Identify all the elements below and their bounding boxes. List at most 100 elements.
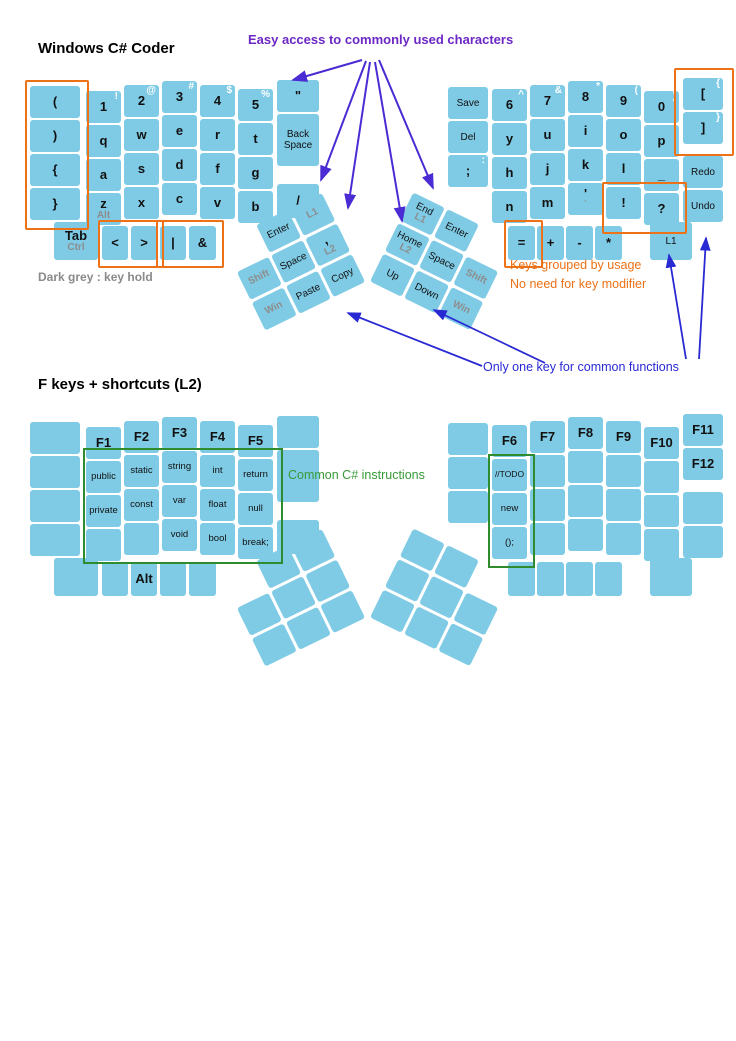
layer1-right-key-p[interactable]: p [644, 125, 679, 157]
layer2-right-key-blank[interactable] [606, 489, 641, 521]
layer1-left-key-4[interactable]: $4 [200, 85, 235, 117]
layer1-right-key-j[interactable]: j [530, 153, 565, 185]
layer2-left-key-int[interactable]: int [200, 455, 235, 487]
layer1-left-key-t[interactable]: t [238, 123, 273, 155]
layer2-left-key-float[interactable]: float [200, 489, 235, 521]
layer1-left-key-d[interactable]: d [162, 149, 197, 181]
layer1-right-key-i[interactable]: i [568, 115, 603, 147]
layer1-left-key-q[interactable]: q [86, 125, 121, 157]
layer1-left-key-5[interactable]: %5 [238, 89, 273, 121]
layer2-right-key-blank[interactable] [568, 519, 603, 551]
layer2-right-key-blank[interactable] [530, 455, 565, 487]
layer2-right-key-blank[interactable] [644, 495, 679, 527]
layer1-right-key-minus[interactable]: - [566, 226, 593, 260]
layer2-right-key-f12[interactable]: F12 [683, 448, 723, 480]
layer2-right-key-parens-semicolon[interactable]: (); [492, 527, 527, 559]
layer1-left-key-s[interactable]: s [124, 153, 159, 185]
layer2-left-key-blank[interactable] [30, 456, 80, 488]
layer1-left-key-open-brace[interactable]: { [30, 154, 80, 186]
layer1-left-key-x[interactable]: x [124, 187, 159, 219]
layer2-left-key-blank[interactable] [189, 562, 216, 596]
layer2-left-key-const[interactable]: const [124, 489, 159, 521]
layer2-right-key-f6[interactable]: F6 [492, 425, 527, 457]
layer2-right-key-blank[interactable] [568, 485, 603, 517]
layer1-left-key-close-paren[interactable]: ) [30, 120, 80, 152]
layer2-right-key-f9[interactable]: F9 [606, 421, 641, 453]
layer2-right-key-blank[interactable] [644, 461, 679, 493]
layer2-right-key-f10[interactable]: F10 [644, 427, 679, 459]
layer2-right-key-blank[interactable] [566, 562, 593, 596]
layer2-right-key-blank[interactable] [568, 451, 603, 483]
layer1-right-key-y[interactable]: y [492, 123, 527, 155]
layer2-left-key-f5[interactable]: F5 [238, 425, 273, 457]
layer2-left-key-blank[interactable] [124, 523, 159, 555]
layer2-right-key-blank[interactable] [448, 423, 488, 455]
layer2-left-key-blank[interactable] [277, 450, 319, 502]
layer2-left-key-bool[interactable]: bool [200, 523, 235, 555]
layer1-right-key-m[interactable]: m [530, 187, 565, 219]
layer2-right-key-f7[interactable]: F7 [530, 421, 565, 453]
layer2-right-key-blank[interactable] [595, 562, 622, 596]
layer1-right-key-u[interactable]: u [530, 119, 565, 151]
layer1-right-key-close-bracket[interactable]: }] [683, 112, 723, 144]
layer1-right-key-del[interactable]: Del [448, 121, 488, 153]
layer1-right-key-7[interactable]: &7 [530, 85, 565, 117]
layer1-right-key-equals[interactable]: = [508, 226, 535, 260]
layer1-left-key-less-than[interactable]: < [102, 226, 128, 260]
layer2-left-key-blank[interactable] [30, 524, 80, 556]
layer1-left-key-e[interactable]: e [162, 115, 197, 147]
layer2-right-key-blank[interactable] [683, 492, 723, 524]
layer1-right-key-exclamation[interactable]: ! [606, 187, 641, 219]
layer2-left-key-blank[interactable] [102, 562, 128, 596]
layer2-left-key-f3[interactable]: F3 [162, 417, 197, 449]
layer2-left-key-blank[interactable] [86, 529, 121, 561]
layer2-right-key-blank[interactable] [644, 529, 679, 561]
layer1-right-key-h[interactable]: h [492, 157, 527, 189]
layer2-right-key-blank[interactable] [448, 491, 488, 523]
layer2-left-key-static[interactable]: static [124, 455, 159, 487]
layer1-right-key-8[interactable]: *8 [568, 81, 603, 113]
layer2-left-key-alt[interactable]: Alt [131, 562, 157, 596]
layer2-right-key-f8[interactable]: F8 [568, 417, 603, 449]
layer2-left-key-return[interactable]: return [238, 459, 273, 491]
layer1-left-key-ampersand[interactable]: & [189, 226, 216, 260]
layer1-left-key-greater-than[interactable]: > [131, 226, 157, 260]
layer1-left-key-pipe[interactable]: | [160, 226, 186, 260]
layer1-right-key-6[interactable]: ^6 [492, 89, 527, 121]
layer1-left-key-v[interactable]: v [200, 187, 235, 219]
layer1-left-key-2[interactable]: @2 [124, 85, 159, 117]
layer1-right-key-o[interactable]: o [606, 119, 641, 151]
layer2-left-key-blank[interactable] [30, 490, 80, 522]
layer2-right-key-blank[interactable] [683, 526, 723, 558]
layer1-left-key-c[interactable]: c [162, 183, 197, 215]
layer2-right-key-blank[interactable] [530, 489, 565, 521]
layer2-left-key-void[interactable]: void [162, 519, 197, 551]
layer2-left-key-blank[interactable] [30, 422, 80, 454]
layer2-left-key-blank[interactable] [54, 558, 98, 596]
layer1-right-key-apostrophe[interactable]: '` [568, 183, 603, 215]
layer2-right-key-blank[interactable] [537, 562, 564, 596]
layer1-left-key-1[interactable]: !1 [86, 91, 121, 123]
layer2-right-key-blank[interactable] [530, 523, 565, 555]
layer1-right-key-underscore[interactable]: _ [644, 159, 679, 191]
layer2-left-key-var[interactable]: var [162, 485, 197, 517]
layer2-right-key-f11[interactable]: F11 [683, 414, 723, 446]
layer1-right-key-asterisk[interactable]: * [595, 226, 622, 260]
layer2-left-key-f2[interactable]: F2 [124, 421, 159, 453]
layer2-left-key-blank[interactable] [160, 562, 186, 596]
layer1-right-key-k[interactable]: k [568, 149, 603, 181]
layer1-left-key-close-brace[interactable]: } [30, 188, 80, 220]
layer2-left-key-public[interactable]: public [86, 461, 121, 493]
layer2-right-key-blank[interactable] [606, 455, 641, 487]
layer2-left-key-f4[interactable]: F4 [200, 421, 235, 453]
layer1-left-key-open-paren[interactable]: ( [30, 86, 80, 118]
layer1-left-key-r[interactable]: r [200, 119, 235, 151]
layer2-left-key-f1[interactable]: F1 [86, 427, 121, 459]
layer1-left-key-3[interactable]: #3 [162, 81, 197, 113]
layer2-left-key-blank[interactable] [277, 416, 319, 448]
layer1-left-key-f[interactable]: f [200, 153, 235, 185]
layer2-right-key-todo-comment[interactable]: //TODO [492, 459, 527, 491]
layer2-left-key-private[interactable]: private [86, 495, 121, 527]
layer1-left-key-a[interactable]: a [86, 159, 121, 191]
